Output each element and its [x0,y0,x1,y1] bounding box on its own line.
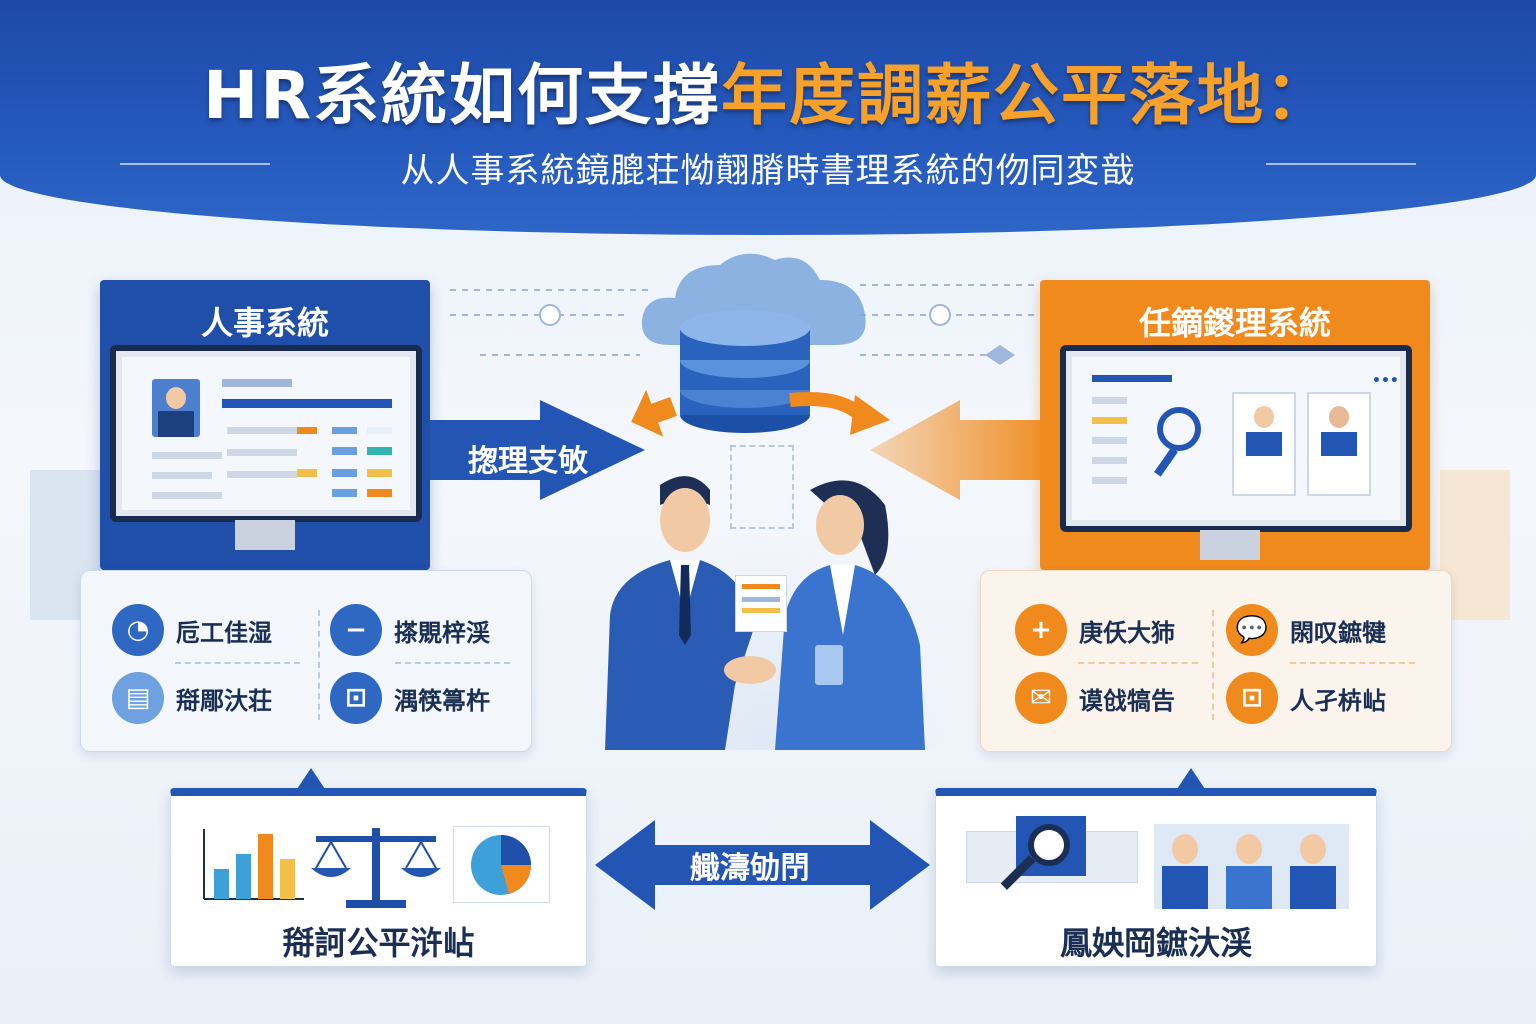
divider [1078,662,1198,664]
talent-feature-2-label: 閖叹鏣犍 [1290,618,1386,647]
hr-monitor-stand [235,520,295,550]
pie-chart-icon [471,835,532,895]
employee-avatar [152,379,200,437]
divider [1212,610,1214,720]
talent-feature-4-label: 人孑枿岾 [1290,686,1386,715]
document-stack-icon: ▤ [112,672,164,724]
title-white-part: HR系統如何支撐 [202,57,722,134]
hr-feature-2: − 搽覞梓渓 [330,604,490,656]
talent-feature-1-label: 庚仸大犻 [1079,618,1175,647]
divider [1290,662,1415,664]
cloud-database-icon [641,253,866,433]
mail-icon: ✉ [1015,672,1067,724]
hr-feature-4-label: 湡筷箒杵 [394,686,490,715]
hr-feature-2-label: 搽覞梓渓 [394,618,490,647]
chat-icon: 💬 [1226,604,1278,656]
hr-system-monitor [110,345,422,522]
divider [395,662,510,664]
lock-icon: ⊡ [1226,672,1278,724]
talent-feature-3: ✉ 谟戗犒告 [1015,672,1175,724]
lock-icon: ⊡ [330,672,382,724]
bar-chart-icon [203,829,304,900]
subtitle-right-rule [1266,163,1416,165]
page-subtitle: 从人事系統鏡膍荘怮翸膌時書理系統的伆同変戠 [400,151,1136,191]
hr-feature-1: ◔ 卮工佳湿 [112,604,272,656]
search-panel-icon [1000,816,1086,890]
title-orange-part: 年度調薪公平落地： [721,57,1334,134]
hr-feature-3: ▤ 搿郮汏荘 [112,672,272,724]
handshake-illustration [605,476,925,750]
circuit-lines [450,284,1040,365]
fair-evaluation-panel: 搿訶公平浒岾 [170,788,587,967]
subtitle-left-rule [120,163,270,165]
divider [318,610,320,720]
balance-scale-icon [311,828,441,908]
minus-circle-icon: − [330,604,382,656]
hr-system-title: 人事系統 [200,304,329,342]
fair-evaluation-label: 搿訶公平浒岾 [282,924,475,962]
candidate-card-1 [1232,392,1296,496]
talent-decision-label: 鳳姎岡鏣汏渓 [1059,924,1252,962]
clock-icon: ◔ [112,604,164,656]
document-icon [735,575,787,632]
talent-system-monitor: ••• [1060,345,1412,532]
divider [175,662,300,664]
bidirectional-arrow [595,820,930,910]
arrow-right-to-center [870,400,1060,500]
talent-decision-panel: 鳳姎岡鏣汏渓 [935,788,1377,967]
page-title: HR系統如何支撐年度調薪公平落地： [0,42,1536,138]
arrow-left-label: 揔理支敂 [468,444,588,479]
connector-dashed-box [730,445,794,529]
arrow-left-to-center [430,400,645,500]
talent-feature-3-label: 谟戗犒告 [1079,686,1175,715]
pie-chart-card [453,826,550,903]
sync-arrows-icon [631,389,890,437]
hr-features-panel [80,570,532,752]
talent-feature-2: 💬 閖叹鏣犍 [1226,604,1386,656]
bidirectional-arrow-label: 艥濤劬閅 [690,851,810,886]
hr-feature-1-label: 卮工佳湿 [176,618,272,647]
team-photo [1154,824,1349,909]
talent-monitor-stand [1200,530,1260,560]
talent-feature-4: ⊡ 人孑枿岾 [1226,672,1386,724]
search-magnifier-icon [1157,407,1201,451]
header-banner [0,0,1536,235]
candidate-card-2 [1307,392,1371,496]
hr-feature-3-label: 搿郮汏荘 [176,686,272,715]
hr-feature-4: ⊡ 湡筷箒杵 [330,672,490,724]
talent-feature-1: + 庚仸大犻 [1015,604,1175,656]
talent-features-panel [980,570,1452,752]
plus-circle-icon: + [1015,604,1067,656]
talent-system-title: 任鏑鍐理系統 [1138,304,1331,342]
